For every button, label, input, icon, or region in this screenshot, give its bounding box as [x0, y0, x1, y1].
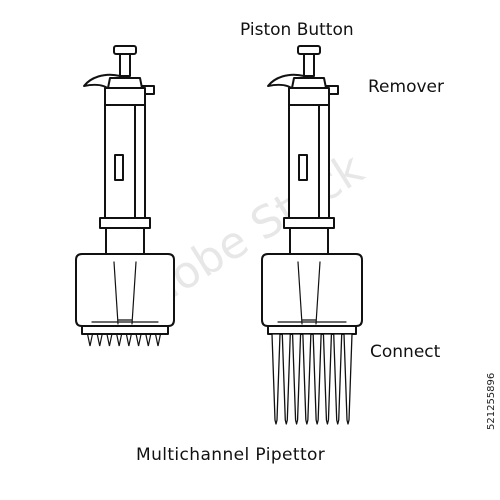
- side-id: 521255896: [486, 373, 497, 430]
- label-remover: Remover: [368, 77, 444, 97]
- finger-hook-right: [267, 73, 305, 91]
- nozzle: [125, 333, 132, 347]
- pipette-tip: [312, 333, 322, 425]
- pipette-tip: [281, 333, 291, 425]
- volume-window-right: [298, 154, 308, 181]
- manifold-left: [75, 253, 175, 327]
- handle-upper-left: [107, 77, 143, 89]
- nozzle: [154, 333, 162, 347]
- nozzle: [135, 333, 142, 347]
- tips-right: [271, 333, 353, 425]
- label-piston-button: Piston Button: [240, 20, 354, 40]
- manifold-inner-left: [113, 261, 137, 325]
- nozzle-bar-right: [267, 325, 357, 335]
- piston-button-cap-right: [297, 45, 321, 55]
- label-title: Multichannel Pipettor: [136, 445, 325, 465]
- manifold-inner-right: [297, 261, 321, 325]
- piston-rod-left: [119, 53, 131, 77]
- volume-window-left: [114, 154, 124, 181]
- pipette-tip: [322, 333, 333, 425]
- nozzle-bar-left: [81, 325, 169, 335]
- label-connect: Connect: [370, 342, 441, 362]
- manifold-right: [261, 253, 363, 327]
- nozzle: [116, 333, 123, 347]
- pipette-tip: [291, 333, 302, 425]
- collar-right: [283, 217, 335, 229]
- shaft-left: [104, 87, 146, 219]
- nozzle: [145, 333, 152, 347]
- neck-left: [105, 227, 145, 255]
- pipettor-right: [261, 45, 363, 425]
- piston-rod-right: [303, 53, 315, 77]
- neck-right: [289, 227, 329, 255]
- handle-upper-right: [291, 77, 327, 89]
- nozzle: [96, 333, 103, 347]
- pipette-tip: [302, 333, 312, 425]
- collar-left: [99, 217, 151, 229]
- pipettor-left: [75, 45, 175, 347]
- pipette-tip: [333, 333, 343, 425]
- nozzles-left: [86, 333, 162, 347]
- shaft-right: [288, 87, 330, 219]
- pipette-tip: [343, 333, 353, 425]
- finger-hook-left: [83, 73, 121, 91]
- nozzle: [86, 333, 94, 347]
- nozzle: [106, 333, 113, 347]
- piston-button-cap-left: [113, 45, 137, 55]
- pipette-tip: [271, 333, 281, 425]
